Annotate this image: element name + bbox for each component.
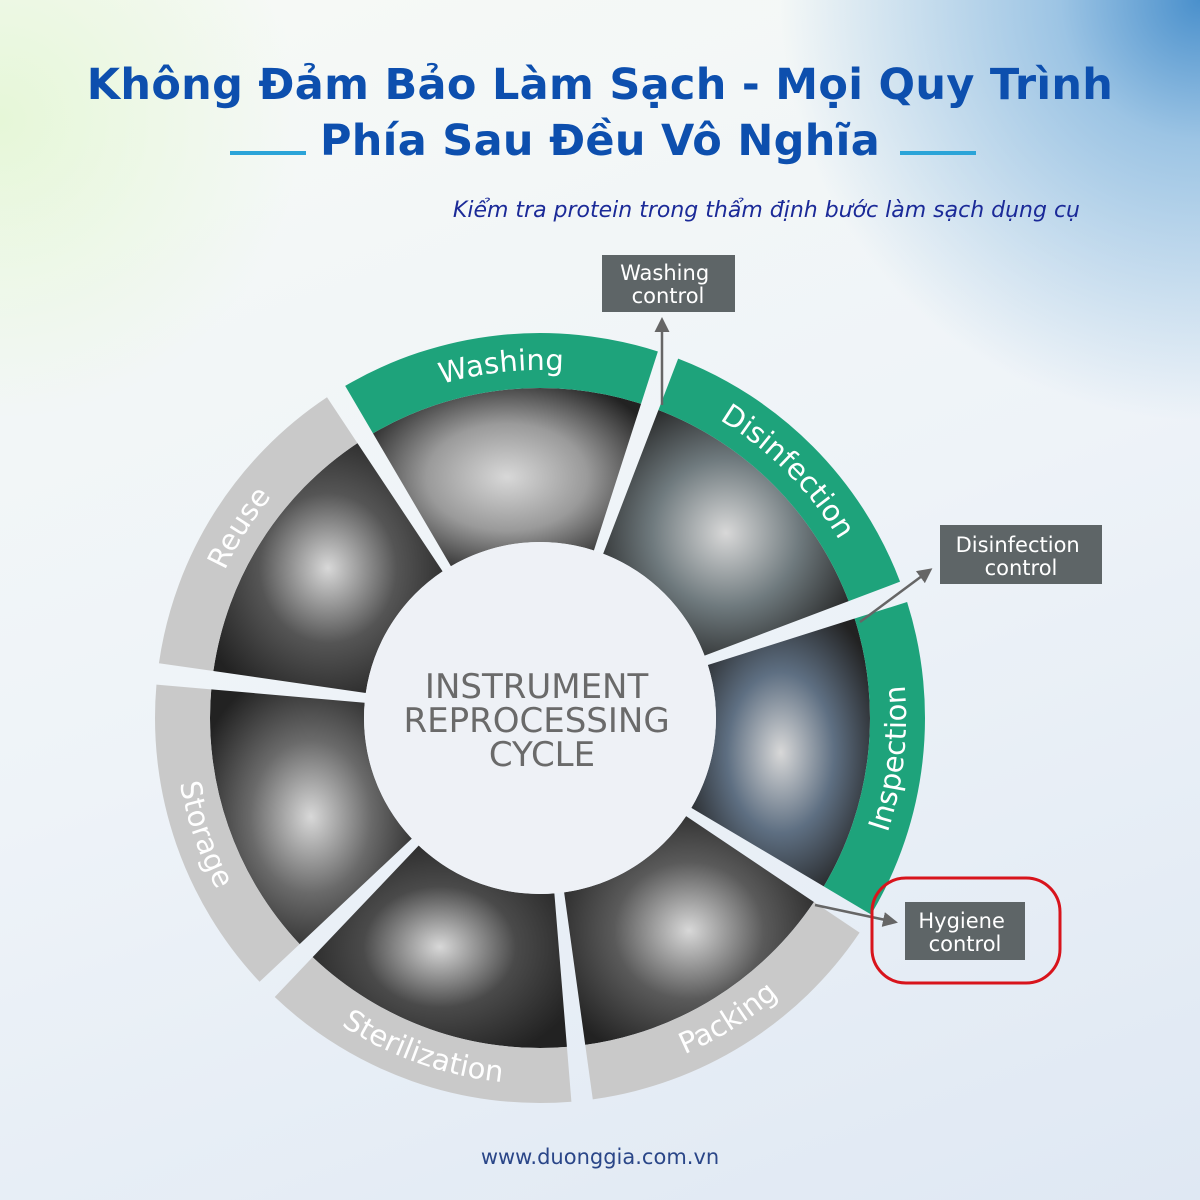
washing-control-box: Washing control <box>602 255 735 312</box>
segment-photo <box>564 816 814 1045</box>
disinfection-control-box: Disinfection control <box>940 525 1102 584</box>
segment-packing: Packing <box>564 816 860 1100</box>
segment-photo <box>209 689 412 945</box>
segment-photo <box>691 618 870 887</box>
disinfection-control-arrow <box>859 568 933 624</box>
segment-washing: Washing <box>345 333 658 567</box>
segment-band <box>154 684 300 982</box>
segment-photo <box>603 409 849 656</box>
svg-text:Hygiene control: Hygiene control <box>918 909 1011 956</box>
subtitle: Kiểm tra protein trong thẩm định bước là… <box>452 198 1080 223</box>
svg-text:INSTRUMENT REPROCESSING: INSTRUMENT REPROCESSING CYCLE <box>403 667 680 775</box>
segment-photo <box>373 387 642 567</box>
center-text-line: INSTRUMENT <box>425 667 649 707</box>
segment-photo <box>312 845 567 1048</box>
hygiene-control-arrow <box>814 903 898 927</box>
title-line-1: Không Đảm Bảo Làm Sạch - Mọi Quy Trình <box>86 60 1114 110</box>
segment-band <box>658 358 901 602</box>
hygiene-control-box: Hygiene control <box>905 902 1025 960</box>
svg-text:Disinfection control: Disinfection control <box>956 533 1087 580</box>
segment-band <box>158 397 358 672</box>
title-decoration-left <box>230 151 306 155</box>
hygiene-control-highlight <box>870 876 1062 985</box>
segment-band <box>274 957 572 1104</box>
segment-band <box>345 333 658 434</box>
title-line-2: Phía Sau Đều Vô Nghĩa <box>319 116 881 166</box>
svg-text:Washing control: Washing control <box>620 261 716 308</box>
segment-photo <box>213 443 443 693</box>
segment-band <box>823 601 925 915</box>
title-decoration-right <box>900 151 976 155</box>
center-text-line: CYCLE <box>489 735 595 775</box>
center-text-line: REPROCESSING <box>403 701 669 741</box>
segment-inspection: Inspection <box>691 601 925 915</box>
segment-sterilization: Sterilization <box>274 845 572 1104</box>
segment-band <box>585 902 860 1100</box>
center-circle <box>364 542 716 894</box>
website-footer: www.duonggia.com.vn <box>480 1145 720 1169</box>
segment-storage: Storage <box>154 684 412 982</box>
